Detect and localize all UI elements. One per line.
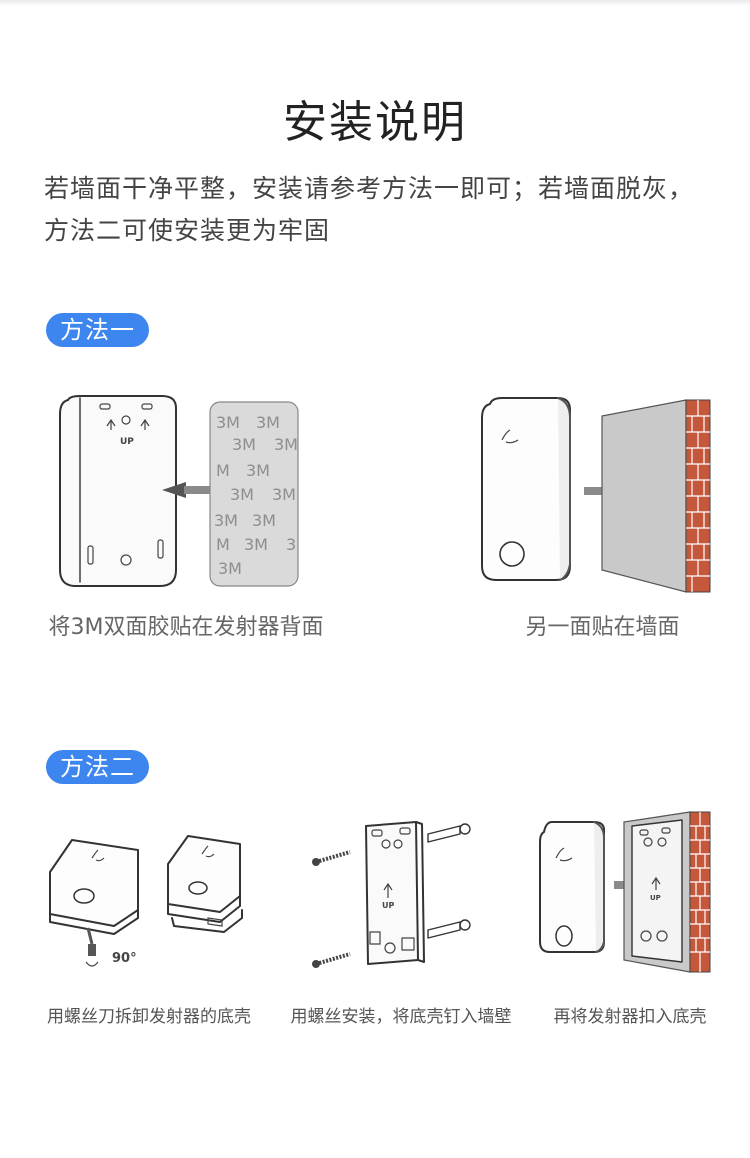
method2-step3-illustration: UP xyxy=(539,811,711,973)
method2-step2-illustration: UP xyxy=(312,821,471,968)
method1-badge: 方法一 xyxy=(46,313,149,347)
method2-step1-caption: 用螺丝刀拆卸发射器的底壳 xyxy=(47,1007,251,1027)
svg-text:3M: 3M xyxy=(244,535,268,554)
svg-text:3M: 3M xyxy=(272,485,296,504)
svg-text:3M: 3M xyxy=(256,413,280,432)
method1-step2-caption: 另一面贴在墙面 xyxy=(525,615,680,640)
method2-badge: 方法二 xyxy=(46,750,149,784)
intro-text: 若墙面干净平整，安装请参考方法一即可；若墙面脱灰，方法二可使安装更为牢固 xyxy=(44,174,695,245)
svg-text:3: 3 xyxy=(286,535,296,554)
page-title: 安装说明 xyxy=(283,97,467,148)
svg-text:UP: UP xyxy=(120,437,134,447)
top-divider xyxy=(0,0,750,6)
method2-step2-caption: 用螺丝安装，将底壳钉入墙壁 xyxy=(290,1007,512,1027)
svg-text:3M: 3M xyxy=(230,485,254,504)
method1-step1-caption: 将3M双面胶贴在发射器背面 xyxy=(48,615,324,640)
svg-text:UP: UP xyxy=(382,901,394,910)
svg-text:3M: 3M xyxy=(218,559,242,578)
method2-step1-illustration: 90° xyxy=(49,835,243,967)
svg-text:3M: 3M xyxy=(232,435,256,454)
svg-text:3M: 3M xyxy=(274,435,298,454)
svg-text:3M: 3M xyxy=(216,413,240,432)
svg-text:M: M xyxy=(216,535,230,554)
svg-text:3M: 3M xyxy=(252,511,276,530)
svg-text:3M: 3M xyxy=(214,511,238,530)
svg-text:90°: 90° xyxy=(112,951,137,966)
method2-step3-caption: 再将发射器扣入底壳 xyxy=(553,1007,707,1027)
svg-text:M: M xyxy=(216,461,230,480)
method1-step2-illustration xyxy=(481,397,711,593)
svg-text:UP: UP xyxy=(650,894,661,902)
svg-text:3M: 3M xyxy=(246,461,270,480)
